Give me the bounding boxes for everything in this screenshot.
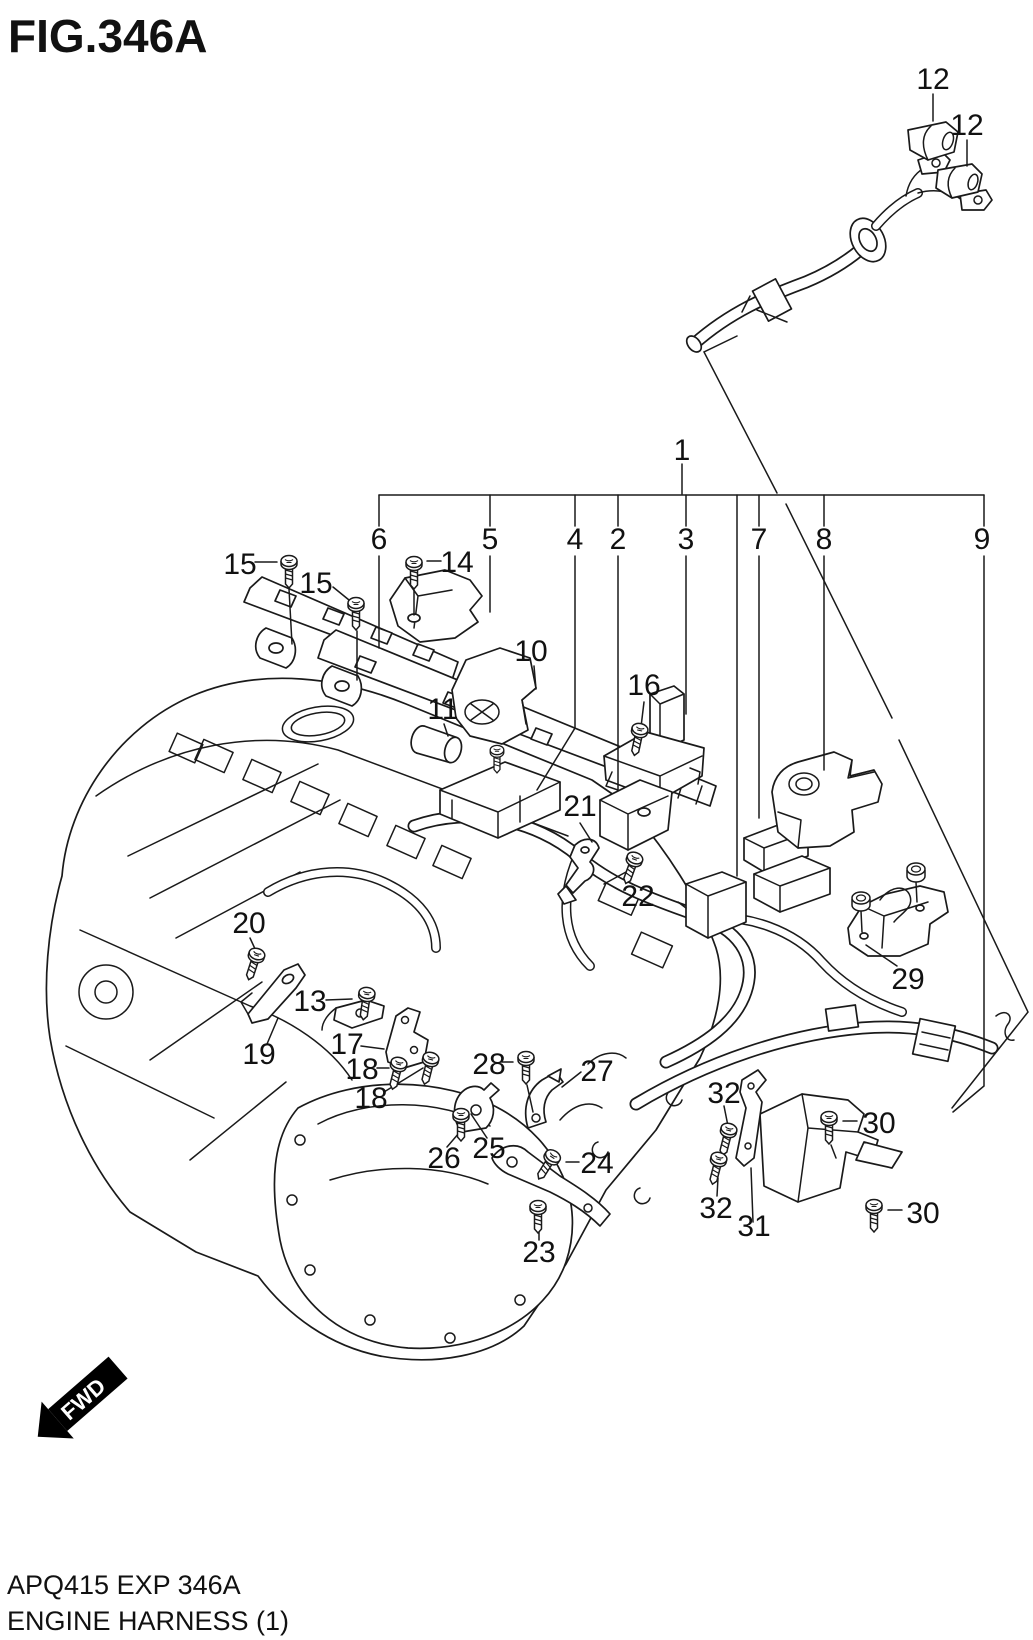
callout-22: 22 bbox=[621, 880, 654, 913]
callout-14: 14 bbox=[440, 546, 473, 579]
screw-icon-30b bbox=[865, 1198, 883, 1233]
callout-15-b: 15 bbox=[299, 567, 332, 600]
callout-12-b: 12 bbox=[950, 109, 983, 142]
callout-labels: 1 2 3 4 5 6 7 8 9 10 11 12 12 13 14 15 1… bbox=[223, 63, 990, 1269]
callout-19: 19 bbox=[242, 1038, 275, 1071]
part-3-bracket-assembly bbox=[603, 685, 705, 801]
part-21-bracket bbox=[557, 838, 600, 905]
callout-18-b: 18 bbox=[354, 1082, 387, 1115]
part-10-terminal-cover bbox=[451, 647, 537, 745]
callout-32-a: 32 bbox=[707, 1077, 740, 1110]
part-12-cover-a bbox=[907, 121, 959, 161]
callout-lines bbox=[249, 93, 1029, 1241]
nut-icon-29b bbox=[906, 862, 926, 883]
callout-23: 23 bbox=[522, 1236, 555, 1269]
part-11-grommet bbox=[410, 725, 463, 764]
figure-part-code: APQ415 EXP 346A bbox=[7, 1570, 241, 1600]
callout-21: 21 bbox=[563, 790, 596, 823]
callout-15-a: 15 bbox=[223, 548, 256, 581]
callout-26: 26 bbox=[427, 1142, 460, 1175]
part-12-cover-b bbox=[935, 163, 983, 199]
callout-8: 8 bbox=[816, 523, 833, 556]
part-2-bracket bbox=[599, 779, 673, 851]
part-29-bracket bbox=[847, 885, 949, 957]
callout-24: 24 bbox=[580, 1147, 613, 1180]
callout-25: 25 bbox=[472, 1132, 505, 1165]
callout-20: 20 bbox=[232, 907, 265, 940]
callout-30-a: 30 bbox=[862, 1107, 895, 1140]
callout-12-a: 12 bbox=[916, 63, 949, 96]
callout-4: 4 bbox=[567, 523, 584, 556]
part-8-bracket bbox=[771, 751, 883, 849]
callout-28: 28 bbox=[472, 1048, 505, 1081]
figure-part-name: ENGINE HARNESS (1) bbox=[7, 1606, 289, 1636]
part-19-bracket bbox=[240, 963, 306, 1024]
callout-31: 31 bbox=[737, 1210, 770, 1243]
figure-title: FIG.346A bbox=[8, 10, 207, 62]
part-terminal-block bbox=[439, 744, 561, 839]
callout-32-b: 32 bbox=[699, 1192, 732, 1225]
callout-16: 16 bbox=[627, 669, 660, 702]
screw-icon-32b bbox=[703, 1149, 729, 1187]
part-24-arm bbox=[491, 1144, 611, 1227]
callout-13: 13 bbox=[293, 985, 326, 1018]
part-13-ground-terminal bbox=[321, 999, 385, 1031]
battery-cable-drawing bbox=[685, 121, 993, 353]
callout-10: 10 bbox=[514, 635, 547, 668]
part-relay-box bbox=[677, 871, 747, 939]
part-5-bracket bbox=[389, 569, 483, 643]
nut-icon-29a bbox=[851, 891, 871, 912]
callout-18-a: 18 bbox=[345, 1053, 378, 1086]
part-27-bracket bbox=[524, 1068, 564, 1129]
callout-30-b: 30 bbox=[906, 1197, 939, 1230]
callout-7: 7 bbox=[751, 523, 768, 556]
callout-3: 3 bbox=[678, 523, 695, 556]
screw-icon-15a bbox=[280, 554, 298, 589]
callout-9: 9 bbox=[974, 523, 991, 556]
callout-17: 17 bbox=[330, 1028, 363, 1061]
callout-2: 2 bbox=[610, 523, 627, 556]
coil-connectors bbox=[168, 732, 674, 969]
fwd-arrow: FWD bbox=[37, 1356, 128, 1439]
callout-27: 27 bbox=[580, 1055, 613, 1088]
callout-29: 29 bbox=[891, 963, 924, 996]
callout-5: 5 bbox=[482, 523, 499, 556]
callout-11: 11 bbox=[427, 693, 458, 726]
callout-1: 1 bbox=[674, 434, 691, 467]
callout-6: 6 bbox=[371, 523, 388, 556]
part-31-bracket bbox=[735, 1069, 767, 1167]
